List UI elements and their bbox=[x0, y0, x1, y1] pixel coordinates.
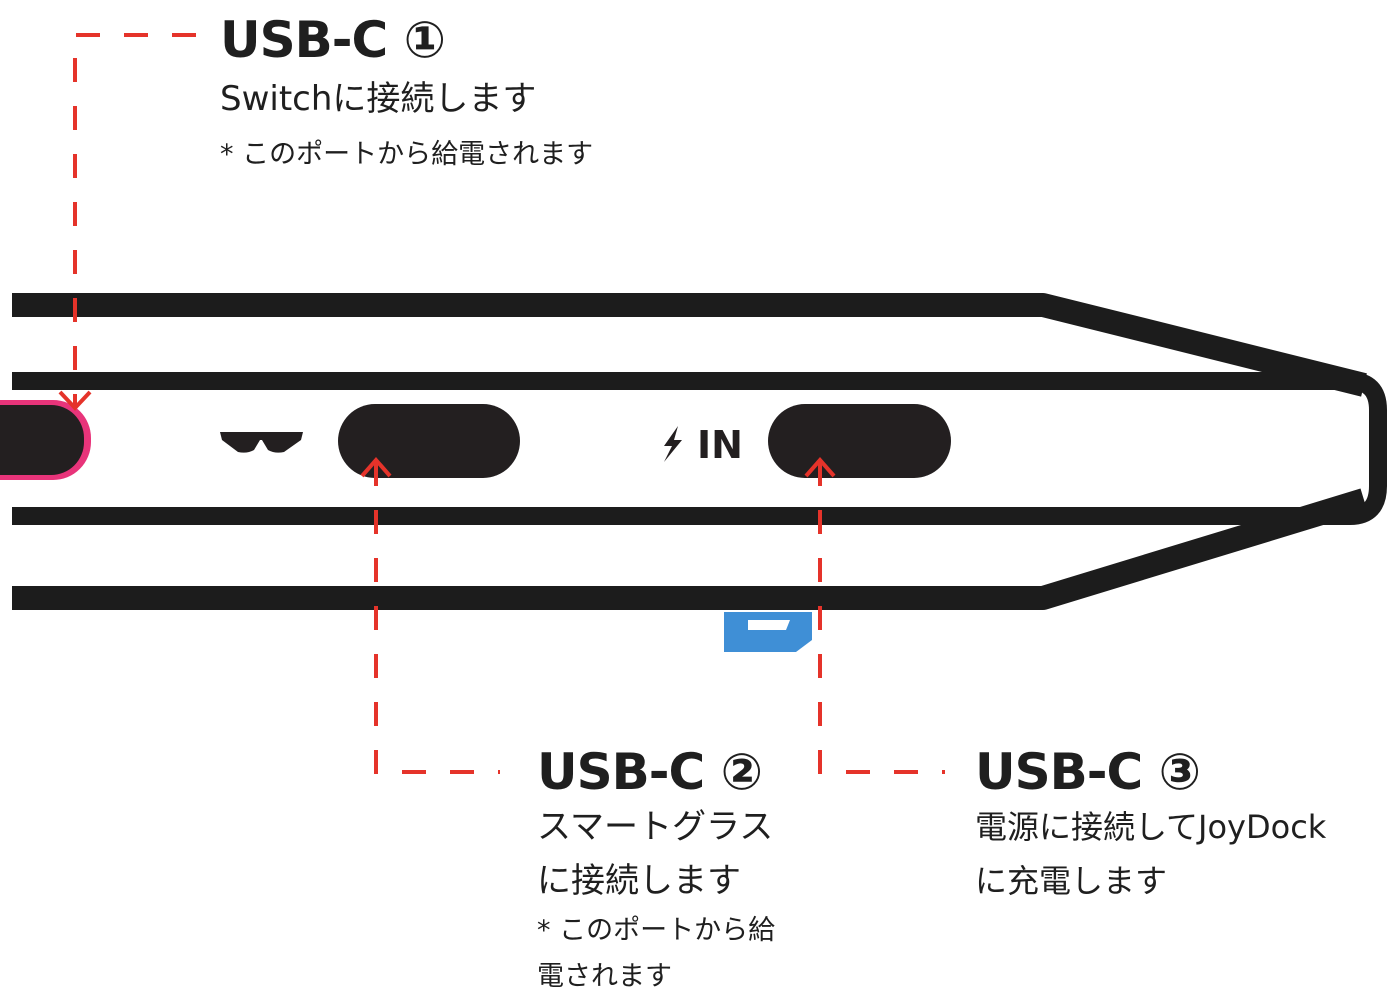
usb-c-port-2 bbox=[338, 404, 520, 478]
port-3-title: USB-C ③ bbox=[975, 743, 1201, 801]
port-2-label: USB-C ② スマートグラス に接続します * このポートから給 電されます bbox=[537, 744, 775, 1000]
port-2-description-line-2: に接続します bbox=[537, 861, 741, 901]
blue-tab bbox=[724, 612, 812, 652]
lightning-icon bbox=[664, 426, 682, 462]
callout-line-port-3 bbox=[818, 462, 945, 774]
callout-line-port-2 bbox=[374, 462, 500, 774]
callout-arrow-port-2 bbox=[360, 456, 392, 478]
callout-line-port-1 bbox=[73, 33, 196, 405]
port-1-note: * このポートから給電されます bbox=[220, 139, 594, 170]
port-3-label: USB-C ③ 電源に接続してJoyDock に充電します bbox=[975, 744, 1326, 908]
usb-c-port-3 bbox=[768, 404, 951, 478]
port-2-description-line-1: スマートグラス bbox=[537, 807, 774, 847]
port-1-label: USB-C ① Switchに接続します * このポートから給電されます bbox=[220, 12, 593, 178]
port-3-description-line-2: に充電します bbox=[975, 862, 1168, 900]
device-outer-outline bbox=[12, 293, 1368, 610]
device-inner-outline bbox=[12, 372, 1387, 525]
power-input-label: IN bbox=[697, 423, 743, 467]
sunglasses-icon bbox=[220, 432, 303, 453]
port-1-description: Switchに接続します bbox=[220, 79, 537, 119]
callout-arrow-port-1 bbox=[58, 390, 92, 411]
port-2-note-line-1: * このポートから給 bbox=[537, 915, 776, 946]
port-3-description-line-1: 電源に接続してJoyDock bbox=[975, 808, 1327, 846]
port-2-title: USB-C ② bbox=[537, 743, 763, 801]
port-2-note-line-2: 電されます bbox=[537, 961, 672, 992]
port-1-title: USB-C ① bbox=[220, 11, 446, 69]
callout-arrow-port-3 bbox=[804, 456, 836, 478]
usb-c-port-1 bbox=[0, 400, 91, 480]
